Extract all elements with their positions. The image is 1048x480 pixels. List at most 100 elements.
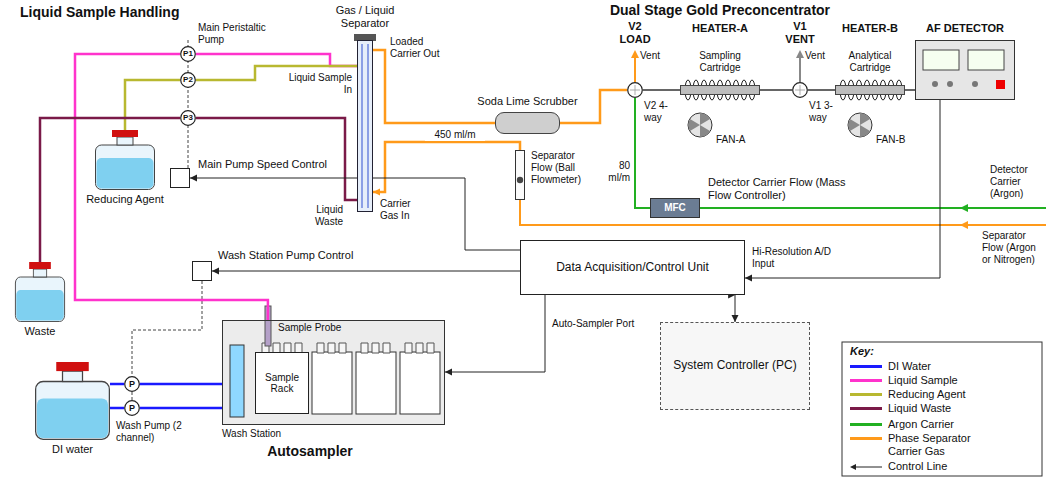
pump-head: P: [124, 376, 140, 392]
circle-outline: [181, 47, 196, 62]
legend-text: Liquid Sample: [888, 374, 988, 387]
annotation-label: Liquid Waste: [288, 204, 343, 228]
flow-line: [140, 383, 222, 386]
separator-gas-supply-line: [520, 200, 1046, 225]
annotation-label: FAN-B: [876, 134, 916, 146]
annotation-label: Hi-Resolution A/D Input: [752, 246, 842, 270]
node-label: Sample Rack: [256, 372, 308, 395]
node-heading: V2 LOAD: [614, 20, 656, 46]
annotation-label: Key:: [850, 345, 890, 358]
flow-line: [110, 383, 124, 386]
bottle-outline: [35, 362, 110, 440]
flow-line: [212, 271, 520, 272]
scrubber-canister: Soda Lime Scrubber: [495, 112, 560, 134]
legend-swatch: [850, 407, 882, 410]
detector-display: [923, 50, 959, 70]
annotation-label: V2 4-way: [644, 100, 674, 124]
vent-line: [634, 56, 636, 82]
node-heading: Analytical Cartridge: [832, 50, 908, 74]
rack-slot: [312, 352, 352, 414]
separator-cap: [354, 34, 376, 41]
flow-line: [110, 407, 124, 410]
rack-slot: [400, 352, 440, 414]
detector-body: [915, 40, 1015, 100]
pump-head: P: [124, 400, 140, 416]
fan-blades: [688, 113, 710, 137]
annotation-label: Liquid Sample Handling: [20, 4, 220, 21]
flow-line: [190, 178, 520, 250]
node-label: MFC: [662, 202, 688, 214]
bottle-cap: [29, 262, 51, 269]
bottle-cap: [56, 362, 89, 371]
annotation-label: FAN-A: [716, 134, 756, 146]
fan-symbol: [848, 113, 872, 137]
flow-line: [373, 50, 495, 123]
bottle-outline: [15, 262, 65, 322]
flow-line: [760, 89, 792, 91]
vent-arrow: [631, 50, 639, 58]
autosampler-housing: AutosamplerSample Rack: [222, 320, 445, 425]
flow-line: [445, 295, 545, 372]
flow-line: [196, 118, 357, 200]
bottle-outline: [95, 130, 155, 190]
annotation-label: V1 3-way: [809, 100, 839, 124]
node-label: P2: [181, 75, 195, 84]
arrow-head: [445, 368, 452, 375]
ball-flowmeter: Separator Flow (Ball Flowmeter): [515, 150, 525, 200]
flow-arrow: [960, 221, 968, 229]
arrow-head: [212, 268, 219, 275]
flow-line: [905, 89, 915, 91]
flow-rate-label: 80 ml/m: [598, 160, 630, 184]
reagent-bottle: Reducing Agent: [95, 130, 155, 190]
legend-text: Control Line: [888, 460, 988, 473]
bottle-liquid: [16, 290, 64, 321]
bottle-body: [96, 145, 155, 190]
valve-ports: [630, 85, 640, 95]
annotation-label: Main Peristaltic Pump: [198, 22, 278, 46]
sampling-cartridge: HEATER-ASampling Cartridge: [680, 85, 760, 95]
control-box: Main Pump Speed Control: [170, 168, 190, 188]
bottle-body: [36, 382, 110, 440]
flow-line: [140, 407, 222, 410]
control-line-sample: [849, 461, 883, 473]
waste-bottle: Waste: [15, 262, 65, 322]
argon-supply-line: [700, 207, 1046, 209]
node-heading: HEATER-A: [680, 22, 760, 35]
detector-box: AF DETECTOR: [915, 40, 1015, 100]
flow-line: [808, 89, 835, 91]
vent-line: [799, 56, 801, 82]
column-outline: [357, 40, 373, 212]
flow-line: [745, 100, 940, 278]
detector-lamp: [996, 80, 1005, 89]
legend-text: Phase Separator Carrier Gas: [888, 432, 988, 458]
node-heading: Detector Carrier Flow (Mass Flow Control…: [708, 176, 848, 202]
detector-knob: [932, 81, 938, 87]
annotation-label: Loaded Carrier Out: [390, 36, 440, 60]
control-box: Wash Station Pump Control: [192, 261, 212, 281]
legend-swatch: [850, 393, 882, 396]
bottle-neck: [33, 269, 46, 277]
annotation-label: Dual Stage Gold Preconcentrator: [595, 2, 845, 19]
control-unit: Data Acquisition/Control Unit: [520, 240, 745, 295]
flow-line: [125, 80, 180, 130]
mass-flow-controller: MFCDetector Carrier Flow (Mass Flow Cont…: [650, 198, 700, 218]
node-heading: Wash Station Pump Control: [218, 249, 378, 262]
column-inner: [362, 44, 368, 208]
node-heading: Soda Lime Scrubber: [470, 95, 585, 108]
arrow-head: [850, 464, 856, 470]
detector-knob: [947, 81, 953, 87]
valve-symbol: V1 VENT: [792, 82, 808, 98]
valve-outline: [792, 82, 808, 98]
separator-column: Gas / Liquid Separator: [357, 40, 373, 212]
autosampler-body: [222, 320, 445, 425]
arrow-head: [732, 315, 739, 322]
flow-line: [373, 142, 520, 192]
node-heading: Sampling Cartridge: [682, 50, 758, 74]
circle-outline: [125, 401, 140, 416]
annotation-label: Auto-Sampler Port: [552, 318, 652, 330]
flow-line: [196, 54, 357, 66]
node-heading: Autosampler: [240, 443, 380, 460]
analytical-cartridge: HEATER-BAnalytical Cartridge: [835, 85, 905, 95]
valve-ports: [795, 85, 805, 95]
